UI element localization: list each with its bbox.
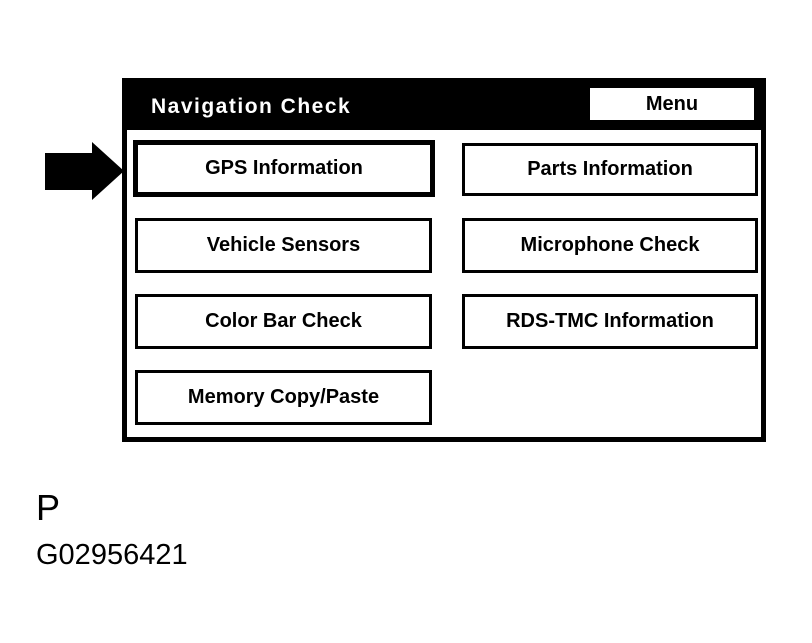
button-parts-information[interactable]: Parts Information: [462, 143, 758, 196]
page-title: Navigation Check: [151, 94, 352, 118]
title-bar: Navigation Check Menu: [127, 83, 761, 130]
button-memory-copy-paste[interactable]: Memory Copy/Paste: [135, 370, 432, 425]
menu-button[interactable]: Menu: [590, 88, 754, 120]
arrow-right-icon: [45, 142, 124, 200]
figure-code: G02956421: [36, 539, 188, 571]
button-microphone-check[interactable]: Microphone Check: [462, 218, 758, 273]
figure-label: P: [36, 487, 61, 528]
button-rds-tmc-information[interactable]: RDS-TMC Information: [462, 294, 758, 349]
button-color-bar-check[interactable]: Color Bar Check: [135, 294, 432, 349]
button-vehicle-sensors[interactable]: Vehicle Sensors: [135, 218, 432, 273]
button-gps-information[interactable]: GPS Information: [133, 140, 435, 197]
